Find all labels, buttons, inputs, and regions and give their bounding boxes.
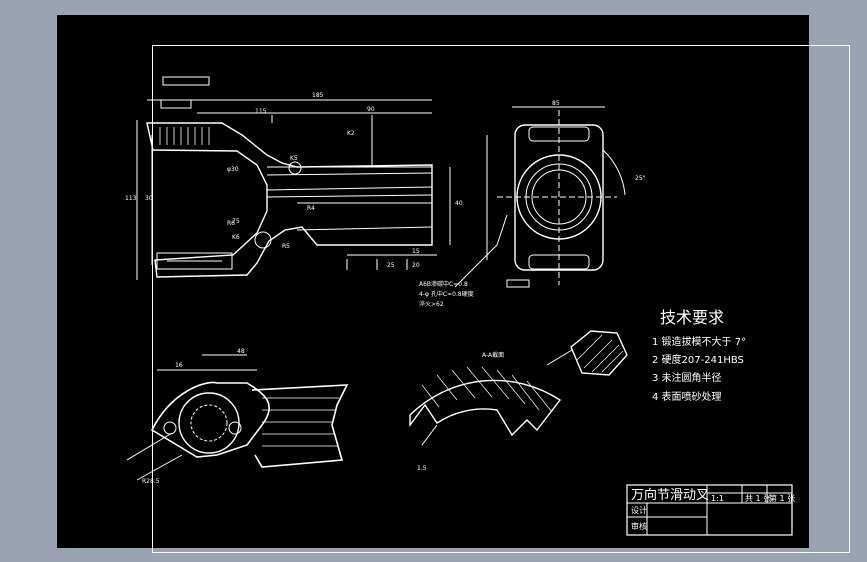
- title-block: 万向节滑动叉 设计 审核 1:1 共 1 张 第 1 张: [631, 487, 795, 531]
- dim-label: K5: [290, 155, 298, 162]
- title-cell-sheets: 共 1 张: [745, 494, 771, 503]
- title-row-1: 设计: [631, 505, 647, 515]
- tech-requirement-1: 1 锻造拔模不大于 7°: [652, 335, 746, 348]
- dim-label: 20: [412, 262, 420, 269]
- dim-label: 115: [255, 108, 267, 115]
- cad-drawing: 技术要求 1 锻造拔模不大于 7° 2 硬度207-241HBS 3 未注圆角半…: [125, 76, 795, 536]
- title-row-2: 审核: [631, 521, 647, 531]
- tech-requirement-3: 3 未注圆角半径: [652, 371, 722, 384]
- cad-viewport[interactable]: 技术要求 1 锻造拔模不大于 7° 2 硬度207-241HBS 3 未注圆角半…: [57, 15, 850, 553]
- tech-requirements-title: 技术要求: [660, 308, 724, 327]
- dimension-labels: 185 90 115 113 75 30 40 25 20 15 85 48 1…: [125, 92, 646, 485]
- dim-label: R5: [282, 243, 290, 250]
- dim-label: 25: [387, 262, 395, 269]
- dim-label: 30: [145, 195, 153, 202]
- dim-label: K2: [347, 130, 355, 137]
- dim-label: 185: [312, 92, 324, 99]
- drawing-notes: A6B渗碳中C=0.8 4-φ 孔中C=0.8硬度 淬火>62: [419, 280, 474, 308]
- dim-label: φ30: [227, 166, 239, 173]
- dim-label: 113: [125, 195, 137, 202]
- dim-label: 1.5: [417, 465, 427, 472]
- drawing-border: [152, 45, 850, 553]
- section-label: A-A截面: [482, 351, 504, 359]
- tech-requirement-2: 2 硬度207-241HBS: [652, 353, 744, 366]
- drawing-name: 万向节滑动叉: [631, 487, 709, 503]
- dim-label: 90: [367, 106, 375, 113]
- title-cell-sheet: 第 1 张: [769, 493, 795, 503]
- note-3: 淬火>62: [419, 300, 444, 308]
- title-cell-scale: 1:1: [711, 494, 724, 503]
- dim-label: 15: [412, 248, 420, 255]
- tech-requirements: 技术要求 1 锻造拔模不大于 7° 2 硬度207-241HBS 3 未注圆角半…: [652, 308, 746, 403]
- dim-label: 85: [552, 100, 560, 107]
- title-block-frame: [626, 484, 793, 536]
- tech-requirement-4: 4 表面喷砂处理: [652, 390, 722, 403]
- side-view: [486, 106, 626, 288]
- dim-label: R28.5: [142, 478, 160, 485]
- dim-label: 40: [455, 200, 463, 207]
- dim-label: 48: [237, 348, 245, 355]
- dim-label: K6: [232, 234, 240, 241]
- section-aa: [409, 330, 628, 446]
- dim-label: 16: [175, 362, 183, 369]
- dim-label: R4: [307, 205, 315, 212]
- dim-label: 75: [232, 218, 240, 225]
- dim-label: R6: [227, 220, 235, 227]
- dim-label: 25°: [635, 175, 646, 182]
- end-view: [126, 354, 349, 481]
- note-2: 4-φ 孔中C=0.8硬度: [419, 290, 474, 298]
- note-1: A6B渗碳中C=0.8: [419, 280, 468, 288]
- front-view: [136, 76, 451, 280]
